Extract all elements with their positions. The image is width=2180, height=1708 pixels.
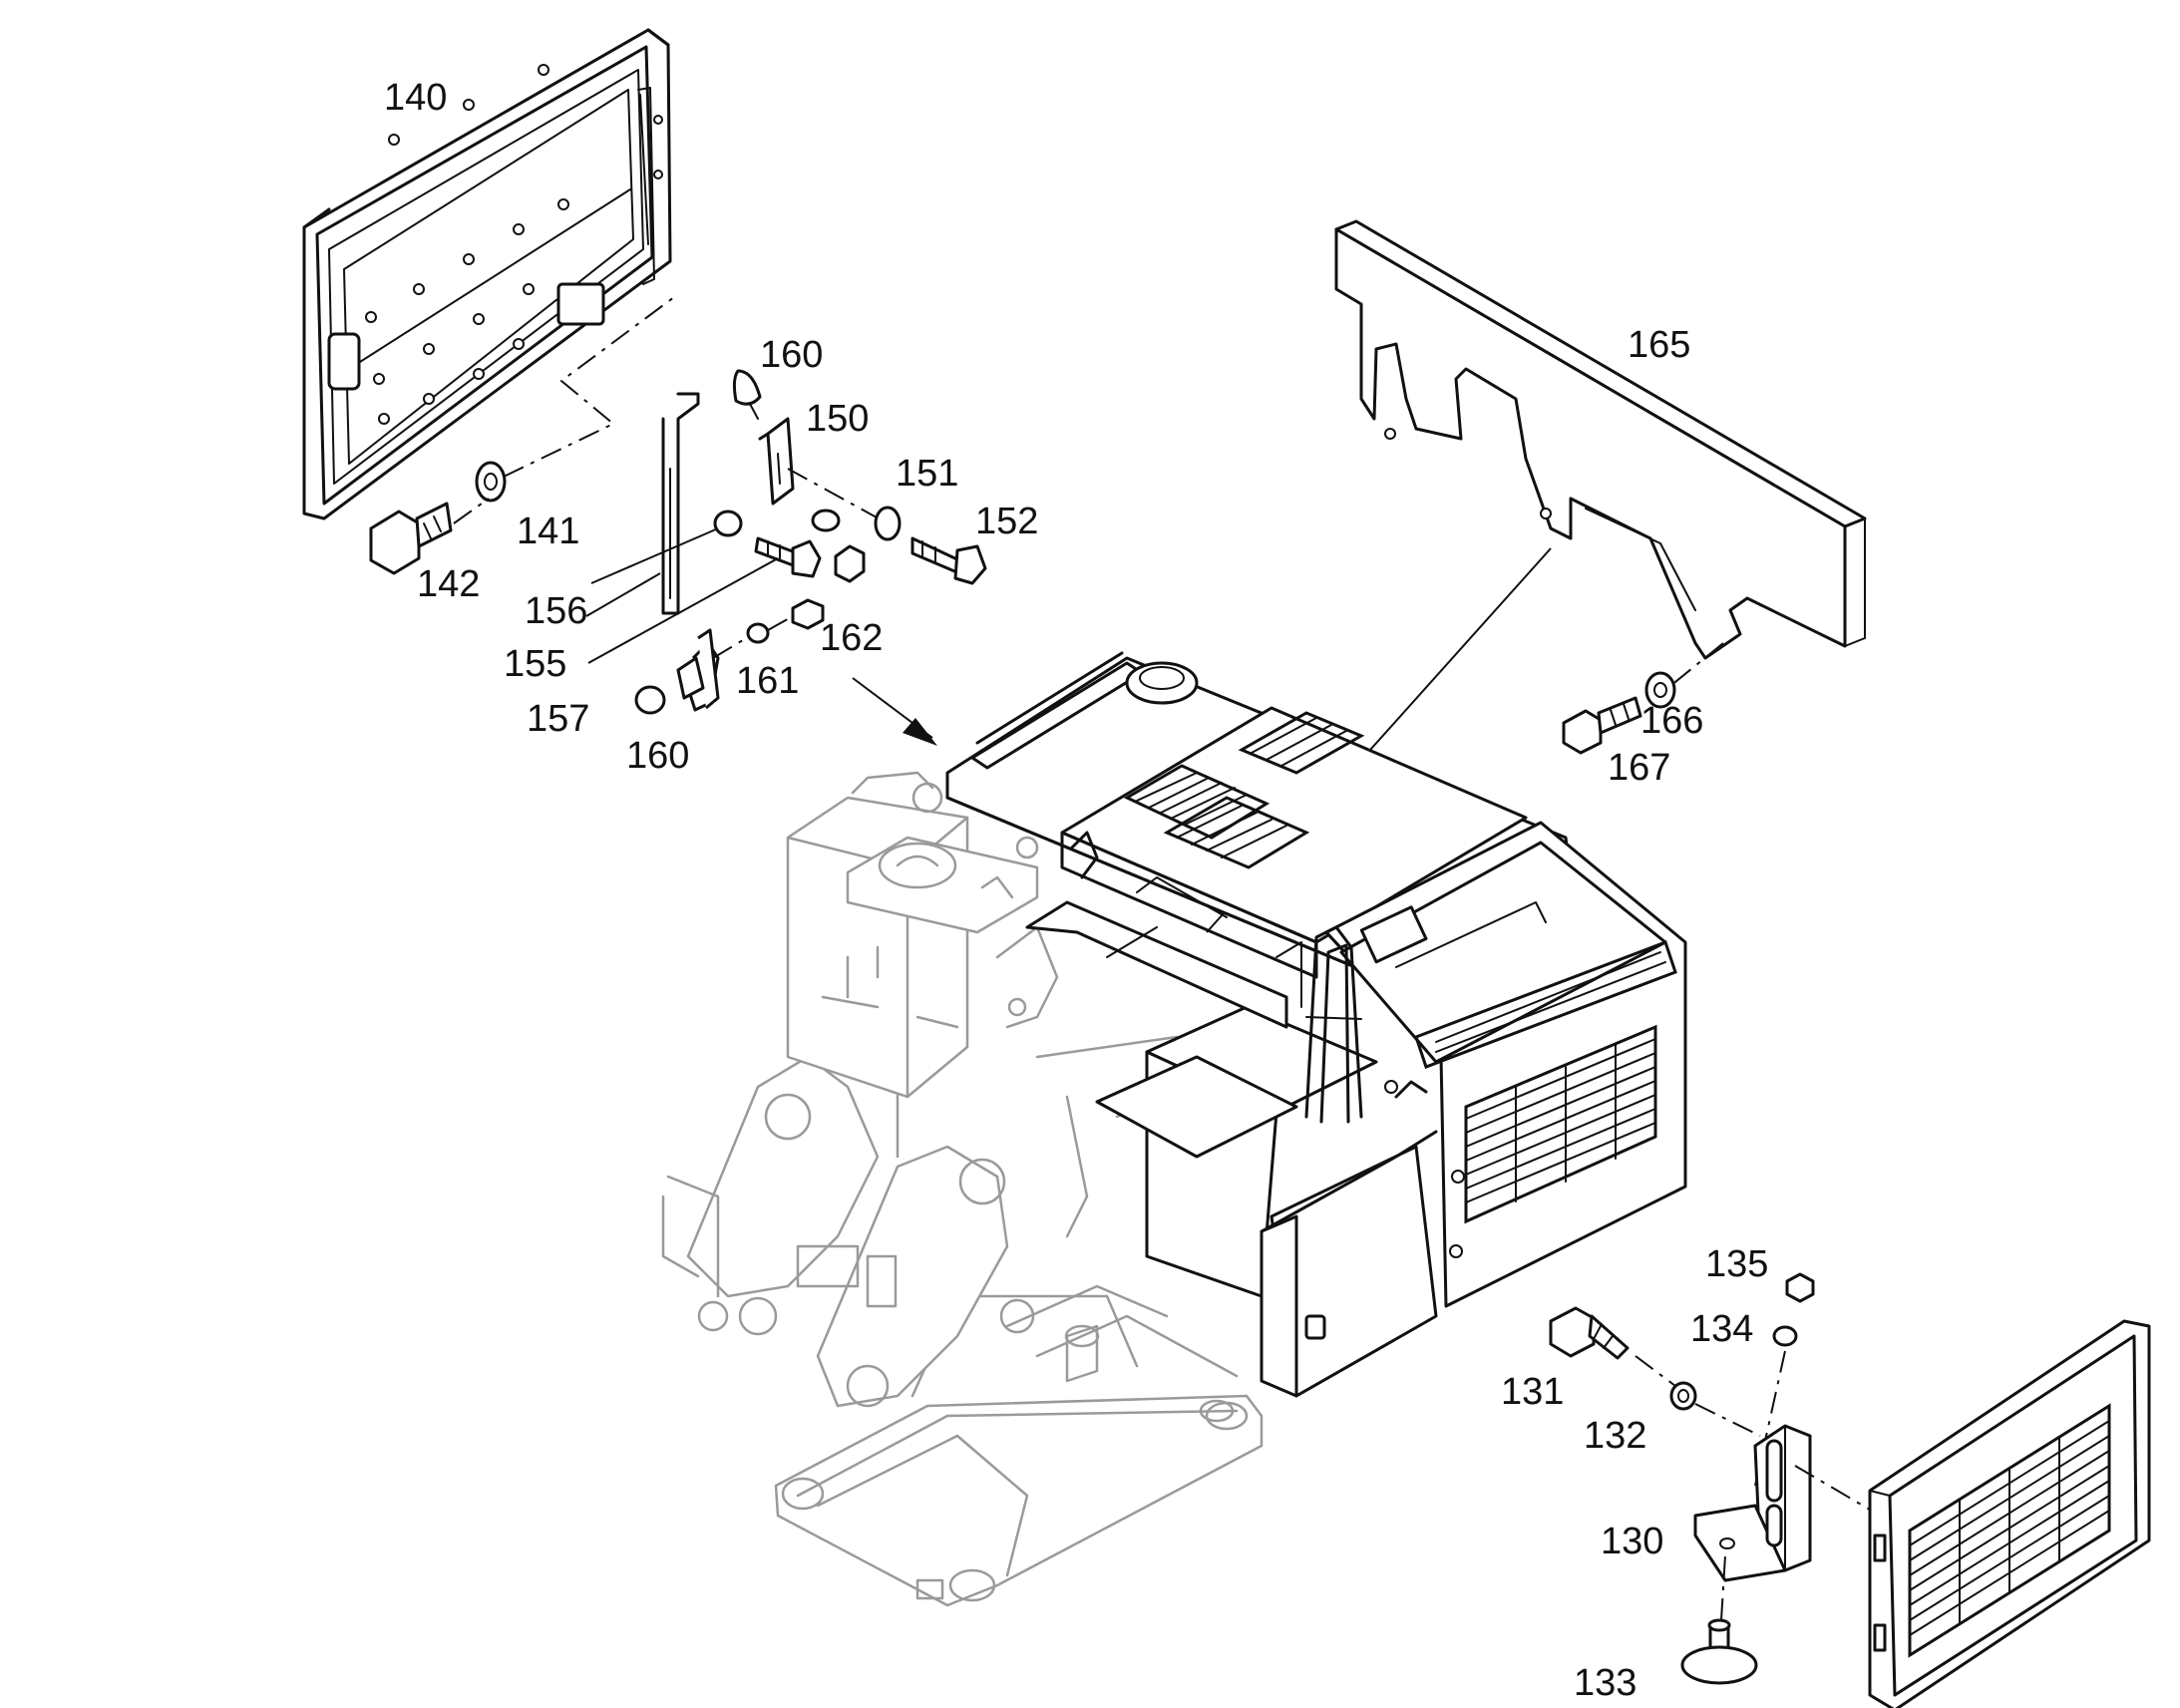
- callout-141: 141: [517, 511, 579, 552]
- nut-162: [791, 598, 825, 630]
- callout-161: 161: [736, 660, 799, 702]
- washer-161: [746, 622, 770, 644]
- callout-155: 155: [504, 643, 566, 685]
- callout-130: 130: [1601, 1521, 1663, 1562]
- washer-141: [475, 461, 507, 503]
- foot-pad-133: [1680, 1618, 1758, 1685]
- callout-134: 134: [1690, 1308, 1753, 1350]
- callout-152: 152: [975, 501, 1038, 542]
- callout-133: 133: [1574, 1662, 1636, 1704]
- nut-135: [1785, 1272, 1815, 1303]
- hood-vent-grille: [1123, 711, 1365, 869]
- callout-167: 167: [1608, 747, 1670, 789]
- callout-labels: 140 141 142 160 150 151 152 156 155 157 …: [384, 77, 1768, 1704]
- callout-132: 132: [1584, 1415, 1646, 1457]
- end-panel: [1868, 1319, 2151, 1708]
- callout-165: 165: [1628, 324, 1690, 366]
- bracket-130: [1693, 1424, 1812, 1582]
- assembly-direction-arrow: [852, 677, 937, 746]
- washer-156: [713, 510, 743, 537]
- callout-142: 142: [417, 563, 480, 605]
- door-panel-140: [302, 28, 672, 520]
- callout-131: 131: [1501, 1371, 1564, 1413]
- callout-135: 135: [1705, 1243, 1768, 1285]
- door-bolt-holes: [365, 64, 663, 425]
- side-cover-165: [1334, 219, 1867, 660]
- side-grille: [1414, 940, 1677, 1224]
- callout-151: 151: [896, 453, 958, 495]
- callout-162: 162: [820, 617, 883, 659]
- callout-166: 166: [1640, 700, 1703, 742]
- latch-plate-150: [758, 417, 795, 506]
- rubber-tip-160-lower: [634, 656, 705, 715]
- machine-frame: [661, 771, 1264, 1607]
- bolt-157: [754, 536, 822, 578]
- lock-washer-134: [1772, 1325, 1798, 1347]
- rubber-tip-160-upper: [732, 369, 762, 420]
- end-panel-grille: [1908, 1403, 2111, 1658]
- callout-160-upper: 160: [760, 334, 823, 376]
- bolt-131: [1549, 1306, 1630, 1360]
- lock-washer-and-nut: [811, 509, 866, 583]
- washer-166: [1644, 671, 1676, 709]
- callout-140: 140: [384, 77, 447, 119]
- engine-hood-assembly: [945, 651, 1687, 1398]
- callout-160-lower: 160: [626, 735, 689, 777]
- callout-150: 150: [806, 398, 869, 440]
- bolt-152: [910, 536, 987, 585]
- bolt-142: [369, 502, 453, 575]
- callout-156: 156: [525, 590, 587, 632]
- bolt-167: [1562, 696, 1642, 755]
- latch-rod-155: [661, 392, 700, 615]
- washer-132: [1669, 1381, 1697, 1411]
- washer-151: [874, 506, 902, 541]
- callout-157: 157: [527, 698, 589, 740]
